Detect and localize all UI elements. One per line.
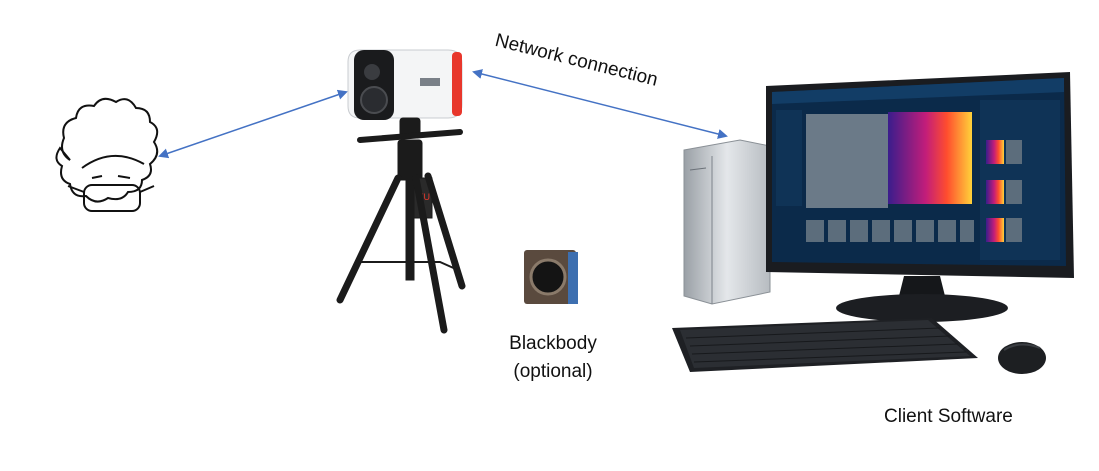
svg-text:FU: FU (418, 192, 430, 202)
keyboard-icon (672, 318, 978, 372)
mouse-icon (998, 342, 1046, 374)
blackbody-label-line1: Blackbody (509, 333, 597, 354)
person-camera-arrow (158, 89, 348, 159)
desktop-computer-icon (766, 72, 1074, 322)
client-software-label: Client Software (884, 406, 1013, 427)
blackbody-label-line2: (optional) (513, 361, 593, 382)
desktop-tower-icon (683, 139, 771, 305)
blackbody-device-icon (524, 250, 578, 304)
thermal-camera-icon (347, 49, 463, 120)
person-masked-icon (55, 97, 159, 212)
network-arrow (472, 69, 728, 139)
tripod-icon: FU (336, 117, 466, 334)
blackbody-label: Blackbody (optional) (498, 330, 608, 386)
